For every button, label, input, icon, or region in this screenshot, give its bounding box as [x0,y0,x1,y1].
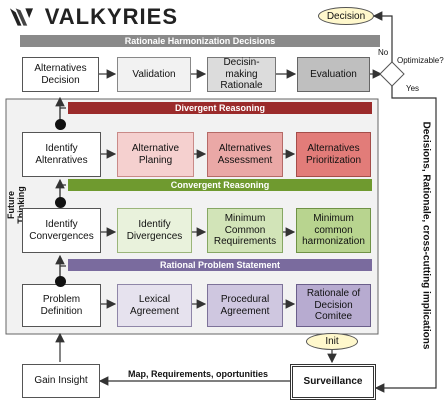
box-minimum-common-harmonization: Minimum common harmonization [296,208,371,253]
box-procedural-agreement: Procedural Agreement [207,284,283,327]
junction-dot-divergent [55,119,66,130]
wing-logo-icon [9,8,34,26]
box-identify-divergences: Identify Divergences [117,208,192,253]
box-alternatives-decision: Alternatives Decision [22,57,99,92]
box-minimum-common-requirements: Minimum Common Requirements [207,208,283,253]
box-identify-convergences: Identify Convergences [22,208,101,253]
label-right-side: Decisions, Rationale, cross-cutting impl… [420,121,432,350]
box-decision-rationale: Decisin-making Rationale [207,57,276,92]
label-optimizable: Optimizable? [397,56,444,65]
box-identify-alternatives: Identify Altenratives [22,132,101,177]
logo: VALKYRIES [8,4,178,30]
band-divergent: Divergent Reasoning [68,102,372,114]
arrow-yes-surveillance [374,86,437,393]
band-problem-statement: Rational Problem Statement [68,259,372,271]
label-no: No [378,48,389,57]
box-surveillance: Surveillance [290,364,376,400]
init-node: Init [306,333,358,350]
label-yes: Yes [406,84,420,93]
box-problem-definition: Problem Definition [22,284,101,327]
optimizable-diamond [379,61,405,87]
box-alternatives-prioritization: Alternatives Prioritization [296,132,371,177]
box-alternatives-assessment: Alternatives Assessment [207,132,283,177]
box-lexical-agreement: Lexical Agreement [117,284,192,327]
junction-dot-problem [55,276,66,287]
logo-text: VALKYRIES [44,4,178,29]
decision-node: Decision [318,7,374,25]
band-harmonization: Rationale Harmonization Decisions [20,35,380,47]
junction-dot-convergent [55,197,66,208]
label-flow-map: Map, Requirements, oportunities [128,369,269,379]
box-evaluation: Evaluation [297,57,370,92]
band-convergent: Convergent Reasoning [68,179,372,191]
arrow-no-decision [372,11,393,62]
box-validation: Validation [117,57,191,92]
box-alternative-planning: Alternative Planing [117,132,194,177]
box-gain-insight: Gain Insight [22,364,100,398]
box-rationale-decision-committee: Rationale of Decision Comitee [296,284,371,327]
